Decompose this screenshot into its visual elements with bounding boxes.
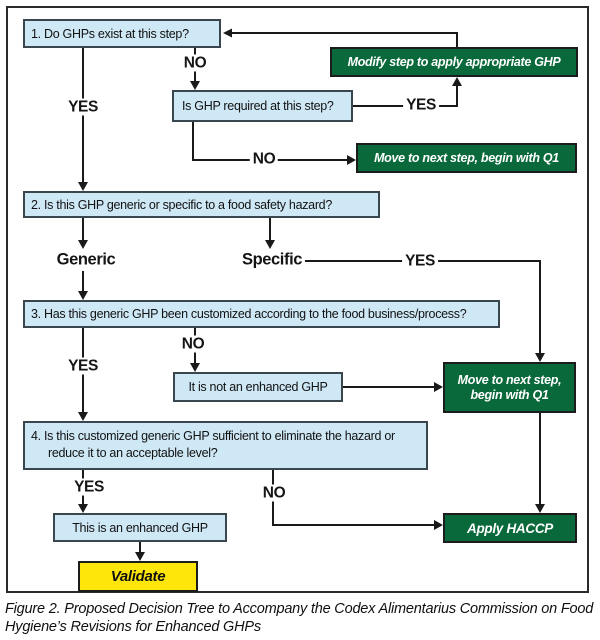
enhanced-box: This is an enhanced GHP: [53, 513, 227, 542]
edge-label-required-no: NO: [249, 150, 279, 168]
modify-step-text: Modify step to apply appropriate GHP: [347, 54, 561, 69]
q2-text: 2. Is this GHP generic or specific to a …: [31, 197, 332, 212]
q1-text: 1. Do GHPs exist at this step?: [31, 26, 189, 41]
ghp-required-box: Is GHP required at this step?: [172, 90, 353, 122]
figure-caption: Figure 2. Proposed Decision Tree to Acco…: [5, 601, 594, 635]
q3-box: 3. Has this generic GHP been customized …: [23, 300, 500, 328]
edge-label-q3-no: NO: [178, 335, 208, 353]
edge-label-specific-yes: YES: [402, 252, 438, 270]
validate-text: Validate: [110, 568, 166, 585]
edge-label-q4-yes: YES: [71, 478, 107, 496]
validate-box: Validate: [78, 561, 198, 592]
move-next-2-line1: Move to next step,: [457, 372, 562, 387]
q4-text-line1: 4. Is this customized generic GHP suffic…: [31, 429, 395, 443]
move-next-1-text: Move to next step, begin with Q1: [374, 150, 559, 165]
edge-label-q1-no: NO: [180, 54, 210, 72]
enhanced-text: This is an enhanced GHP: [72, 520, 208, 535]
q2-box: 2. Is this GHP generic or specific to a …: [23, 191, 380, 218]
edge-label-q3-yes: YES: [65, 357, 101, 375]
edge-label-specific: Specific: [238, 251, 306, 269]
edge-label-q1-yes: YES: [65, 98, 101, 116]
q4-box: 4. Is this customized generic GHP suffic…: [23, 421, 428, 470]
not-enhanced-box: It is not an enhanced GHP: [173, 372, 343, 402]
modify-step-box: Modify step to apply appropriate GHP: [330, 47, 578, 77]
ghp-required-text: Is GHP required at this step?: [182, 99, 334, 113]
edge-label-required-yes: YES: [403, 96, 439, 114]
q1-box: 1. Do GHPs exist at this step?: [23, 19, 221, 48]
not-enhanced-text: It is not an enhanced GHP: [188, 380, 328, 394]
move-next-2-line2: begin with Q1: [470, 387, 549, 402]
q4-text-line2: reduce it to an acceptable level?: [48, 445, 218, 460]
edge-label-q4-no: NO: [259, 484, 289, 502]
q3-text: 3. Has this generic GHP been customized …: [31, 307, 467, 321]
edge-label-generic: Generic: [53, 251, 119, 269]
apply-haccp-text: Apply HACCP: [467, 520, 553, 536]
move-next-2-box: Move to next step, begin with Q1: [443, 362, 576, 413]
apply-haccp-box: Apply HACCP: [443, 513, 577, 543]
move-next-1-box: Move to next step, begin with Q1: [356, 143, 577, 173]
